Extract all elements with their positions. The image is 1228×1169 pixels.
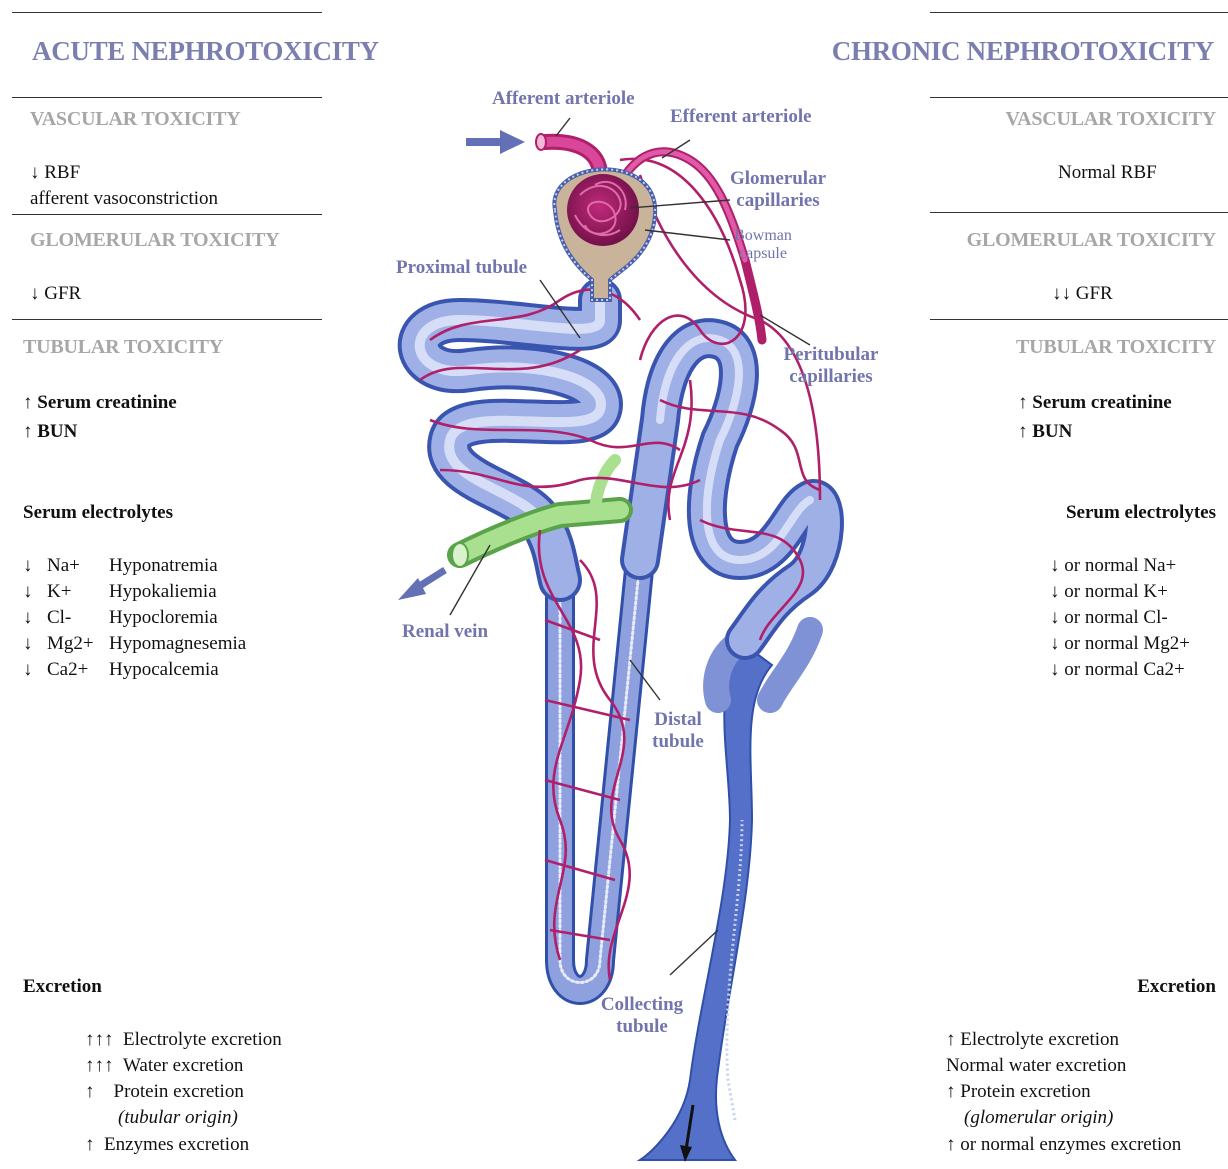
label-line: Collecting <box>592 994 692 1016</box>
renal-vein-label: Renal vein <box>402 621 488 643</box>
label-line: capsule <box>728 245 798 263</box>
proximal-tubule-label: Proximal tubule <box>396 257 527 279</box>
afferent-arteriole-label: Afferent arteriole <box>492 88 635 110</box>
label-line: tubule <box>592 1016 692 1038</box>
loop-of-henle <box>560 560 640 990</box>
peritubular-capillaries-label: Peritubular capillaries <box>776 344 886 388</box>
collecting-tubule-label: Collecting tubule <box>592 994 692 1038</box>
label-line: Bowman <box>728 227 798 245</box>
efferent-arteriole-label: Efferent arteriole <box>670 106 812 128</box>
label-line: Peritubular <box>776 344 886 366</box>
label-line: capillaries <box>728 190 828 212</box>
label-line: capillaries <box>776 366 886 388</box>
afferent-arrow <box>466 130 525 154</box>
glomerular-capillaries-label: Glomerular capillaries <box>728 168 828 212</box>
distal-tubule-label: Distal tubule <box>648 709 708 753</box>
glomerular-capillaries <box>567 174 639 246</box>
label-line: Glomerular <box>728 168 828 190</box>
label-line: tubule <box>648 731 708 753</box>
bowman-capsule-label: Bowman capsule <box>728 227 798 263</box>
label-line: Distal <box>648 709 708 731</box>
renal-vein-arrow <box>398 570 445 600</box>
